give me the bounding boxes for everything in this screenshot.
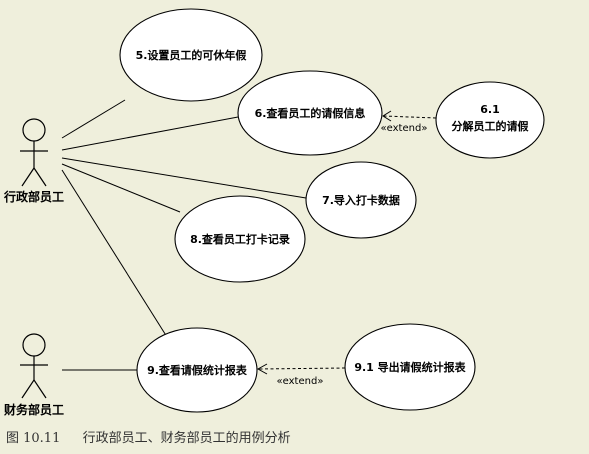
extend-label-9-1: «extend» (277, 376, 324, 387)
assoc-admin-uc7 (61, 157, 307, 199)
use-case-9-1-label: 9.1 导出请假统计报表 (354, 360, 466, 374)
extend-relation-6-1: «extend» (381, 110, 437, 134)
use-case-5: 5.设置员工的可休年假 (119, 8, 263, 102)
extend-label-6-1: «extend» (381, 123, 428, 134)
figure-caption-text: 行政部员工、财务部员工的用例分析 (82, 431, 291, 446)
actor-finance-label: 财务部员工 (3, 402, 64, 417)
assoc-admin-uc5 (61, 99, 126, 139)
use-case-6-1: 6.1 分解员工的请假 (435, 81, 545, 159)
extend-relation-9-1: «extend» (256, 363, 346, 387)
use-case-9-1: 9.1 导出请假统计报表 (344, 323, 476, 411)
use-case-9: 9.查看请假统计报表 (136, 327, 258, 413)
use-case-9-label: 9.查看请假统计报表 (147, 363, 248, 377)
actor-admin-label: 行政部员工 (3, 189, 64, 204)
figure-number: 图 10.11 (6, 431, 61, 446)
use-case-6-1-number: 6.1 (480, 103, 500, 116)
assoc-admin-uc6 (61, 116, 239, 151)
assoc-admin-uc9 (61, 169, 168, 338)
use-case-7-label: 7.导入打卡数据 (322, 193, 400, 207)
use-case-7: 7.导入打卡数据 (305, 161, 417, 239)
use-case-8-label: 8.查看员工打卡记录 (190, 232, 290, 246)
figure-caption: 图 10.11 行政部员工、财务部员工的用例分析 (6, 427, 291, 446)
actor-admin-staff: 行政部员工 (3, 118, 64, 204)
actor-finance-staff: 财务部员工 (3, 333, 64, 417)
use-case-5-label: 5.设置员工的可休年假 (136, 48, 248, 62)
use-case-6: 6.查看员工的请假信息 (237, 70, 383, 156)
use-case-8: 8.查看员工打卡记录 (174, 195, 306, 283)
assoc-admin-uc8 (61, 163, 181, 213)
use-case-6-1-label: 分解员工的请假 (452, 119, 530, 133)
use-case-6-label: 6.查看员工的请假信息 (255, 106, 366, 120)
